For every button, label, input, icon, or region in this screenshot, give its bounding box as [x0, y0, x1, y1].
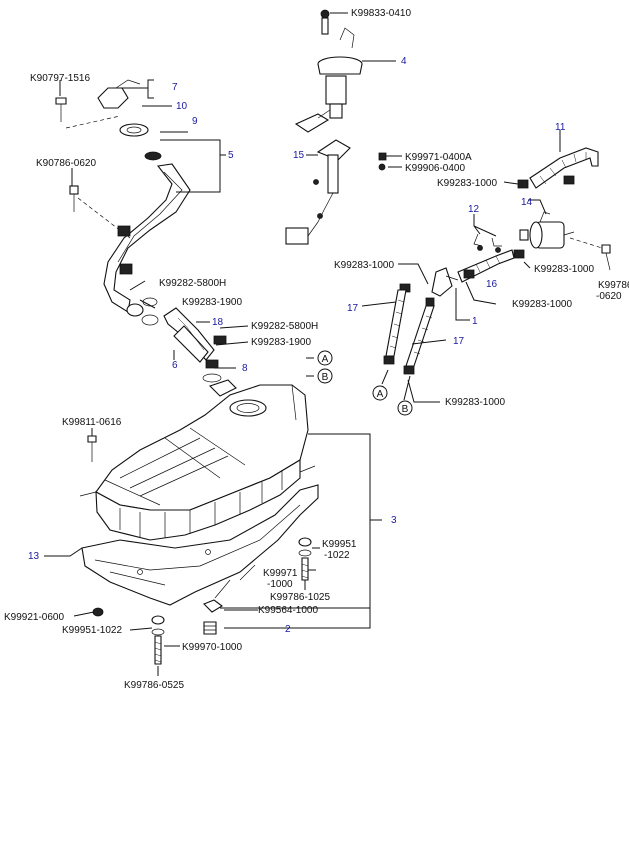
- ref-number: 8: [242, 363, 248, 374]
- part-code: K99282-5800H: [251, 321, 318, 332]
- part-code: K99283-1900: [182, 297, 242, 308]
- part-code: K99283-1000: [334, 260, 394, 271]
- svg-text:B: B: [322, 372, 329, 383]
- bottom-fasteners: [87, 435, 312, 665]
- part-code: -1000: [267, 579, 293, 590]
- ref-number: 7: [172, 82, 178, 93]
- part-code: K99283-1000: [534, 264, 594, 275]
- part-code: K99786-1025: [270, 592, 330, 603]
- ref-number: 17: [453, 336, 465, 347]
- part-code: K99283-1900: [251, 337, 311, 348]
- part-code: K99283-1000: [437, 178, 497, 189]
- ref-number: 13: [28, 551, 40, 562]
- skid-plate: [81, 484, 319, 606]
- ref-number: 9: [192, 116, 198, 127]
- ref-number: 11: [555, 122, 566, 133]
- ref-number: 4: [401, 56, 407, 67]
- circle-ref-b2: B: [397, 400, 413, 416]
- ref-number: 1: [472, 316, 478, 327]
- vent-clips: [473, 233, 502, 253]
- part-code: K99906-0400: [405, 163, 465, 174]
- part-code: K99921-0600: [4, 612, 64, 623]
- part-code: K90797-1516: [30, 73, 90, 84]
- ref-number: 16: [486, 279, 498, 290]
- part-code: K99283-1000: [512, 299, 572, 310]
- part-code: K90786-0620: [36, 158, 96, 169]
- reference-numbers: 4 7 10 9 5 15 11 12 14 16 17 1 17 18 6 8…: [28, 56, 566, 635]
- leader-lines: [44, 12, 561, 676]
- vent-hose-11: [517, 147, 599, 189]
- ref-number: 6: [172, 360, 178, 371]
- part-code: K99786-0525: [124, 680, 184, 691]
- part-code: K99811-0616: [62, 417, 122, 428]
- part-code: K99282-5800H: [159, 278, 226, 289]
- ref-number: 15: [293, 150, 305, 161]
- circle-ref-b1: B: [317, 368, 333, 384]
- part-code: -1022: [324, 550, 350, 561]
- vent-hoses-17: [383, 289, 435, 375]
- part-code: K99786: [598, 280, 629, 291]
- part-code: -0620: [596, 291, 622, 302]
- ref-number: 5: [228, 150, 234, 161]
- breather-hoses: [141, 297, 227, 383]
- ref-number: 12: [468, 204, 480, 215]
- vent-washers: [378, 152, 387, 171]
- ref-number: 17: [347, 303, 359, 314]
- svg-text:A: A: [377, 389, 384, 400]
- fuel-sender-unit: [285, 139, 351, 245]
- part-code: K99971: [263, 568, 298, 579]
- ref-number: 2: [285, 624, 291, 635]
- tee-fitting-and-hoses: [399, 249, 525, 307]
- fuel-tank: [79, 379, 316, 541]
- part-code: K99564-1000: [258, 605, 318, 616]
- svg-text:B: B: [402, 404, 409, 415]
- filler-neck: [55, 79, 191, 317]
- part-code: K99970-1000: [182, 642, 242, 653]
- charcoal-canister: [519, 211, 611, 271]
- part-code: K99971-0400A: [405, 152, 472, 163]
- ref-number: 10: [176, 101, 188, 112]
- ref-number: 3: [391, 515, 397, 526]
- part-code: K99283-1000: [445, 397, 505, 408]
- svg-text:A: A: [322, 354, 329, 365]
- part-code: K99951-1022: [62, 625, 122, 636]
- part-code: K99833-0410: [351, 8, 411, 19]
- ref-number: 18: [212, 317, 224, 328]
- part-code: K99951: [322, 539, 357, 550]
- part-code-labels: K99833-0410 K90797-1516 K90786-0620 K999…: [4, 8, 629, 691]
- circle-ref-a2: A: [372, 385, 388, 401]
- ref-number: 14: [521, 197, 533, 208]
- circle-ref-a1: A: [317, 350, 333, 366]
- fuel-pump-assembly: [294, 9, 363, 133]
